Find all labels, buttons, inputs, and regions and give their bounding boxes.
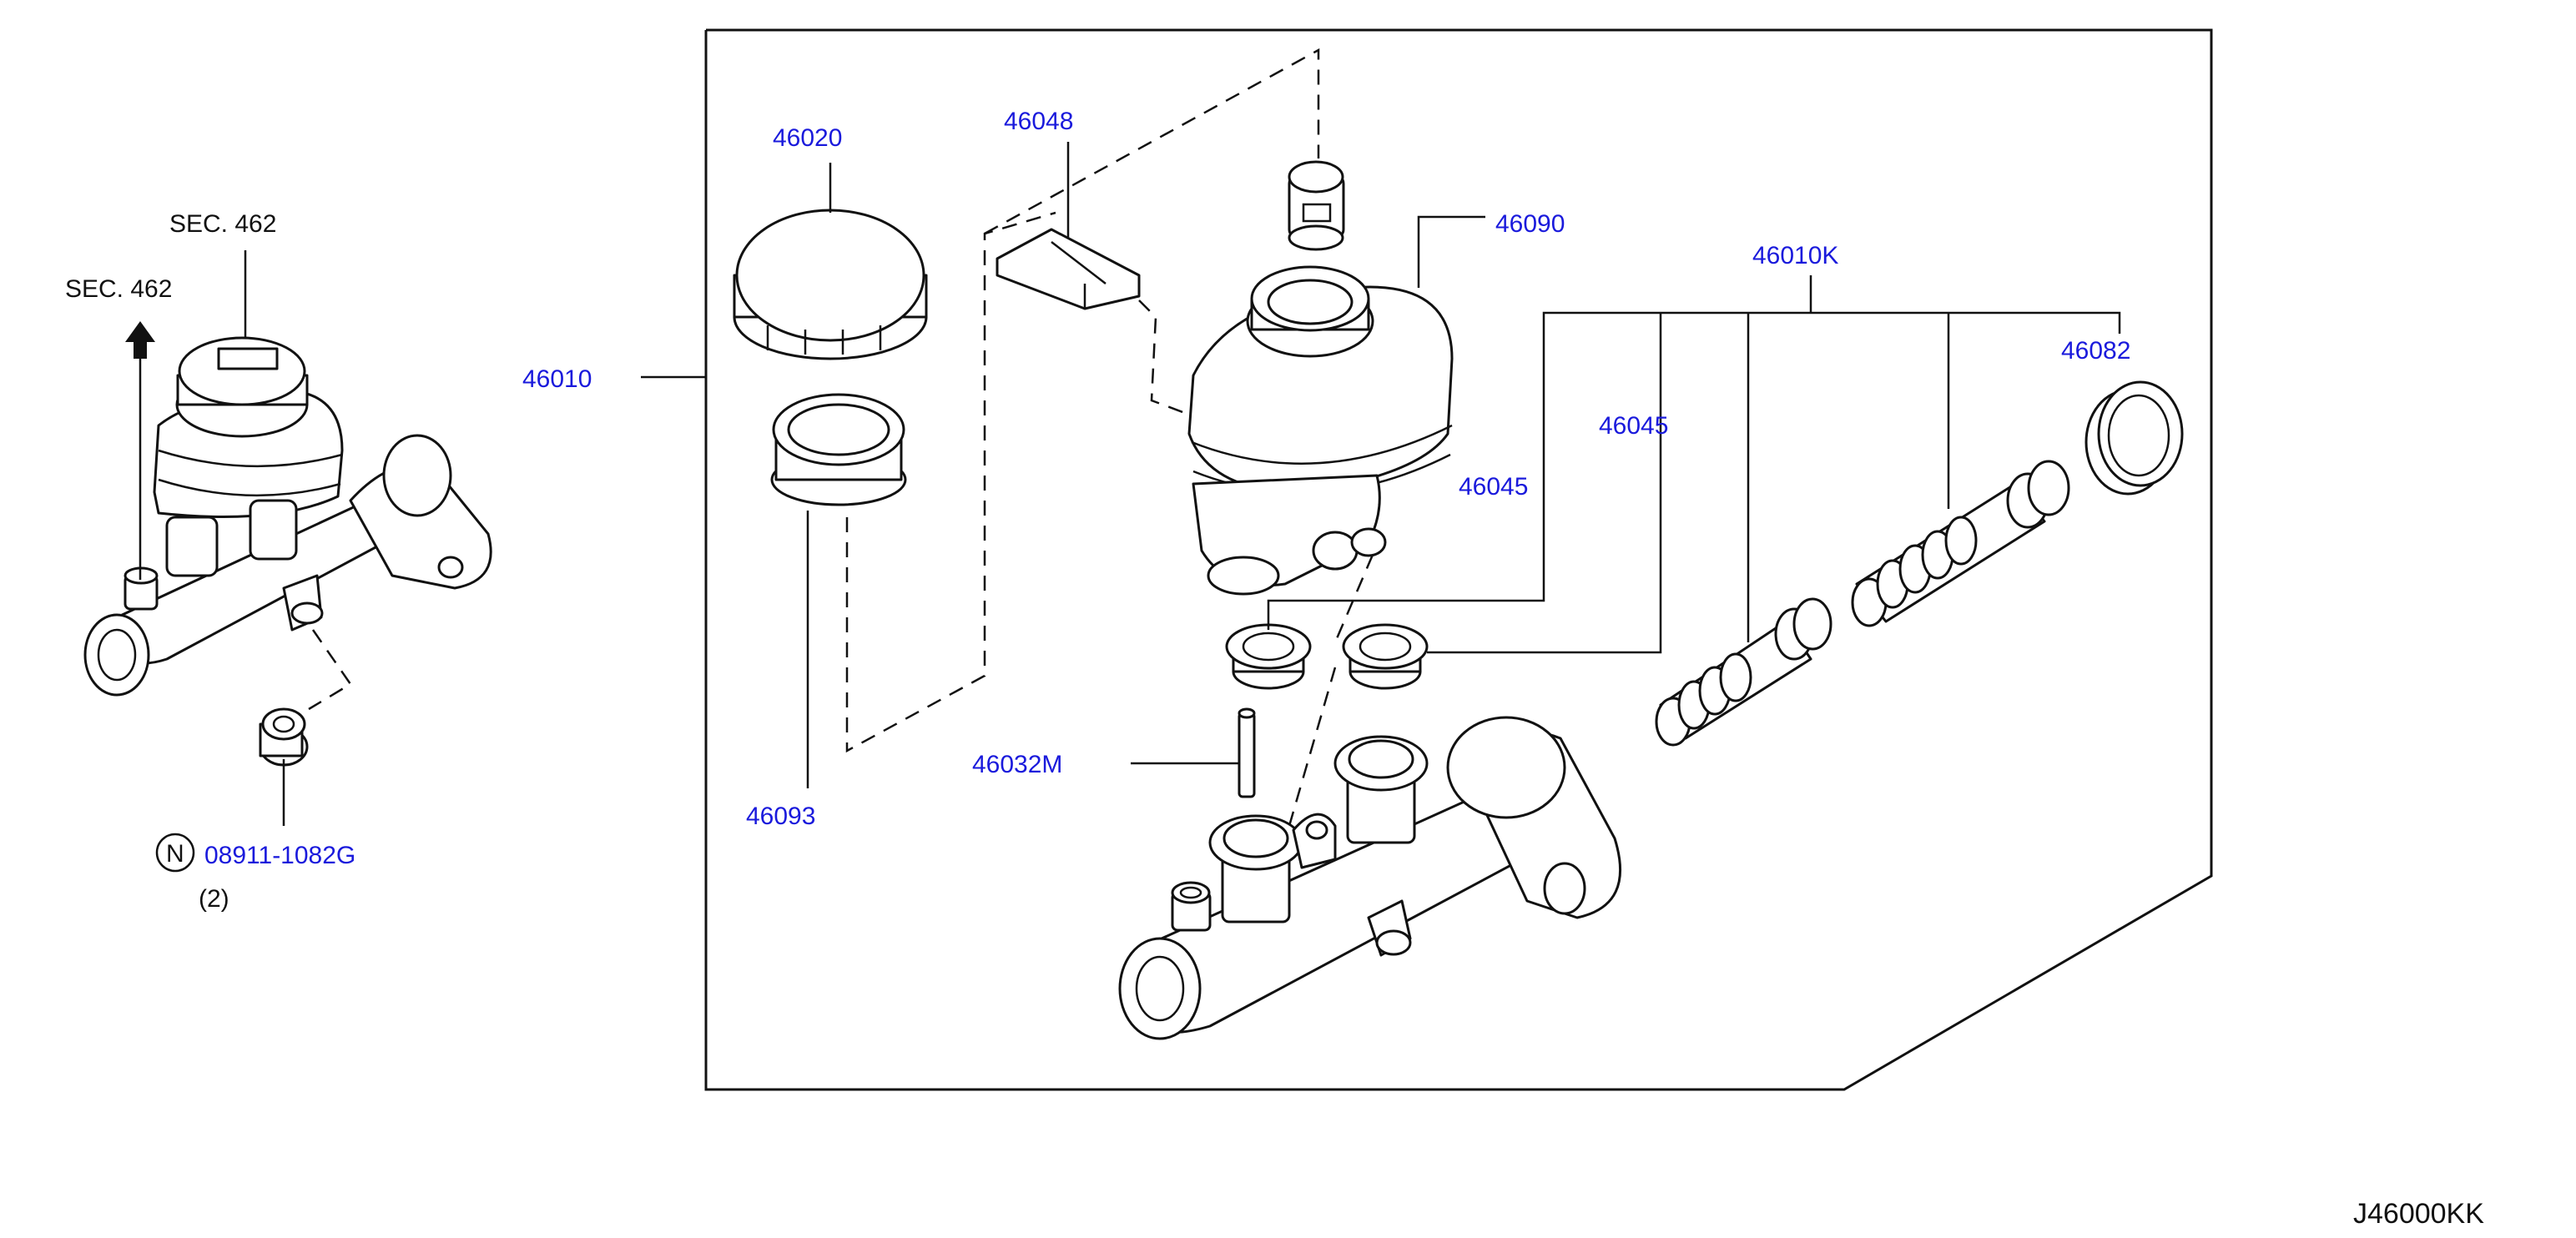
part-number-46010[interactable]: 46010 <box>522 365 592 393</box>
part-number-46045-upper[interactable]: 46045 <box>1599 412 1668 440</box>
part-number-46020[interactable]: 46020 <box>773 124 842 152</box>
part-number-08911-1082G[interactable]: 08911-1082G <box>204 842 355 869</box>
section-ref-upper: SEC. 462 <box>169 210 276 238</box>
quantity-note: (2) <box>199 885 229 913</box>
section-ref-lower: SEC. 462 <box>65 275 172 303</box>
grommet-front <box>1225 623 1312 690</box>
part-number-46010K[interactable]: 46010K <box>1752 242 1838 269</box>
part-number-46090[interactable]: 46090 <box>1495 210 1565 238</box>
stopper-pin <box>1238 707 1256 798</box>
section-arrow-icon <box>125 321 155 359</box>
part-number-46032M[interactable]: 46032M <box>972 751 1062 778</box>
grommet-rear <box>1342 623 1429 690</box>
diagram-code: J46000KK <box>2353 1198 2484 1230</box>
note-symbol: N <box>166 840 184 868</box>
level-sensor <box>996 228 1141 310</box>
part-number-46093[interactable]: 46093 <box>746 803 815 830</box>
overview-master-cylinder <box>83 336 492 767</box>
reservoir-bushing <box>1288 160 1345 251</box>
note-circle-icon <box>155 833 195 873</box>
part-number-46082[interactable]: 46082 <box>2061 337 2130 365</box>
reservoir-tank <box>1187 265 1454 596</box>
reservoir-cap <box>733 209 928 360</box>
primary-piston <box>1851 460 2070 627</box>
secondary-piston <box>1655 597 1832 747</box>
part-number-46048[interactable]: 46048 <box>1004 108 1073 135</box>
master-cylinder-body <box>1118 716 1622 1040</box>
strainer <box>770 393 907 506</box>
seal-ring <box>2084 380 2184 496</box>
assembly-frame <box>704 28 2213 1091</box>
part-number-46045-lower[interactable]: 46045 <box>1459 473 1528 501</box>
